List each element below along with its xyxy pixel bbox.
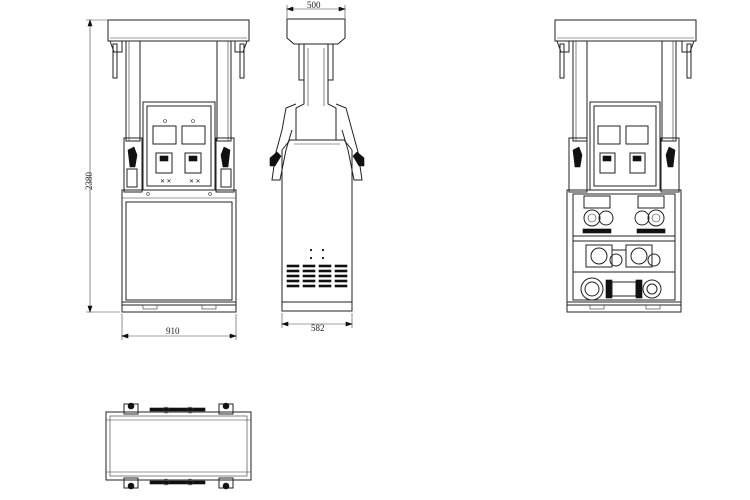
front-canopy [107,19,250,42]
front-base [121,301,237,313]
front-right-column [216,40,232,142]
svg-text:✕ ✕: ✕ ✕ [189,179,201,185]
display-screen-right [181,125,206,145]
keypad-left [155,152,173,174]
front-left-bracket [109,40,123,53]
rear-cabinet [566,189,682,306]
front-nozzle-left [127,146,138,168]
side-nozzle-left [271,103,297,181]
side-base [281,301,353,312]
display-screen-left [152,125,177,145]
rear-base [566,301,682,313]
side-nozzle-right [335,103,363,181]
plan-outline [105,411,252,481]
rear-display-head [589,101,661,191]
keypad-right [184,152,202,174]
top-depth-dimension-label: 500 [307,0,321,10]
flow-meter-right [634,195,666,234]
front-cabinet [121,189,237,306]
front-nozzle-right [220,146,231,168]
pump-unit [585,244,661,268]
side-column [295,44,337,140]
front-left-column [125,40,141,142]
front-view: ✕ ✕ ✕ ✕ 2380 910 [84,19,250,340]
width-dimension-label: 910 [166,326,180,336]
front-right-bracket [234,40,248,53]
front-display-head [142,101,216,191]
side-vents [286,264,348,288]
plan-view [105,402,252,490]
internal-view [554,19,697,313]
side-body [281,139,353,303]
motor-unit [580,277,662,301]
svg-text:✕ ✕: ✕ ✕ [160,179,172,185]
side-view: 500 582 [269,0,365,333]
side-canopy [286,18,346,45]
flow-meter-left [582,195,614,234]
rear-canopy [554,19,697,42]
height-dimension-label: 2380 [84,172,94,191]
base-depth-dimension-label: 582 [311,323,325,333]
